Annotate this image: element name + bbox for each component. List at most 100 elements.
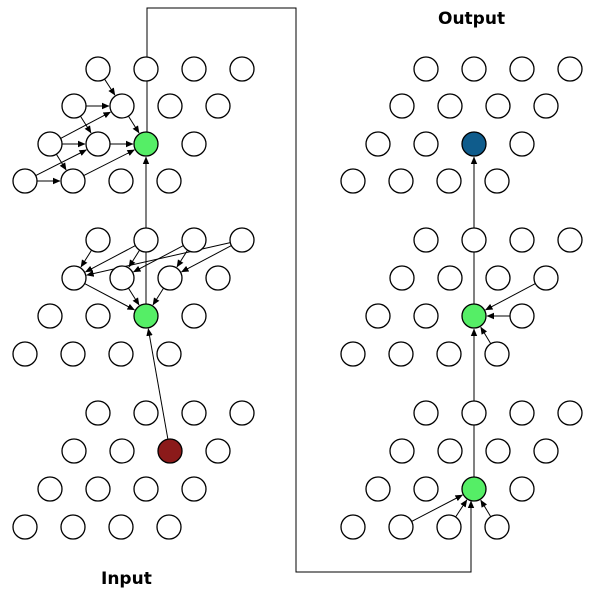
network-node [557,227,583,253]
network-node [388,168,414,194]
network-node [509,476,535,502]
connection-arrow [85,245,136,273]
network-node [413,227,439,253]
network-node [509,303,535,329]
network-node [229,56,255,82]
network-node [509,227,535,253]
network-node [413,303,439,329]
network-node [484,514,510,540]
connection-arrow [181,245,232,273]
network-node [181,400,207,426]
network-node [461,56,487,82]
network-node [205,93,231,119]
cross-column-connector [146,7,475,573]
network-node [12,514,38,540]
network-node [533,265,559,291]
network-node [413,476,439,502]
network-node [12,168,38,194]
output-label: Output [438,9,505,29]
connection-arrow [152,287,165,306]
network-node [509,56,535,82]
network-node [436,168,462,194]
active-node [461,476,487,502]
network-node [37,131,63,157]
network-node [60,168,86,194]
network-node [205,438,231,464]
network-node [133,476,159,502]
network-node [61,93,87,119]
network-node [157,93,183,119]
connection-arrow [35,149,87,177]
connection-arrow [104,78,116,96]
network-node [340,168,366,194]
network-node [509,131,535,157]
node-layer [12,56,583,540]
network-node [389,93,415,119]
output-node [461,131,487,157]
connection-arrow [84,283,135,311]
connection-arrow [127,115,140,134]
network-node [61,438,87,464]
network-node [461,400,487,426]
network-node [156,168,182,194]
network-node [181,131,207,157]
network-node [557,400,583,426]
network-node [413,131,439,157]
network-node [229,227,255,253]
network-node [484,341,510,367]
network-node [205,265,231,291]
network-node [181,227,207,253]
network-node [436,514,462,540]
network-node [85,131,111,157]
network-node [533,438,559,464]
active-node [133,303,159,329]
vertical-arrow [146,328,169,440]
network-node [509,400,535,426]
network-node [108,514,134,540]
network-node [108,168,134,194]
connection-arrow [480,326,492,344]
network-node [365,303,391,329]
network-node [389,438,415,464]
network-node [413,400,439,426]
network-node [85,400,111,426]
connection-arrow [485,283,536,311]
network-node [133,56,159,82]
network-node [85,56,111,82]
network-node [340,514,366,540]
network-node [181,303,207,329]
network-node [436,341,462,367]
network-node [484,168,510,194]
network-node [157,265,183,291]
network-node [229,400,255,426]
network-node [85,303,111,329]
active-node [133,131,159,157]
network-node [485,265,511,291]
network-node [437,265,463,291]
connection-arrow [60,111,111,139]
connection-arrow [80,249,93,268]
network-node [340,341,366,367]
connector-layer [146,7,475,573]
network-node [388,514,414,540]
connection-arrow [83,149,135,177]
connection-arrow [480,499,492,517]
connection-arrow [86,242,231,277]
network-node [485,438,511,464]
network-node [109,265,135,291]
input-label: Input [101,569,152,589]
network-node [388,341,414,367]
network-node [485,93,511,119]
network-node [389,265,415,291]
network-node [60,514,86,540]
network-node [85,476,111,502]
network-node [181,476,207,502]
network-node [61,265,87,291]
network-node [413,56,439,82]
active-node [461,303,487,329]
input-node [157,438,183,464]
connection-arrow [127,287,140,306]
network-node [557,56,583,82]
network-node [461,227,487,253]
